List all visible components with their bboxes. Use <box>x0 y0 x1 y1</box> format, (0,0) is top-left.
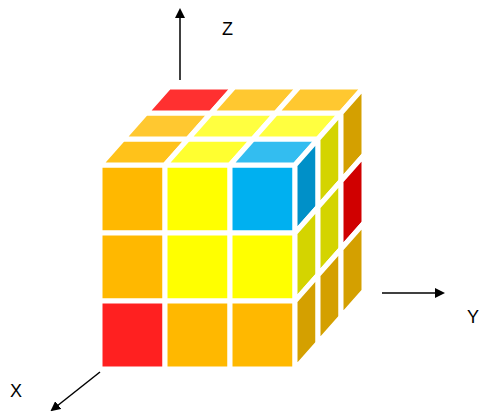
cube-facelet <box>100 233 165 301</box>
cube-facelet <box>100 301 165 369</box>
cube-facelet <box>230 165 295 233</box>
cube-facelet <box>295 275 318 369</box>
y-axis <box>382 292 443 294</box>
axis-label: Y <box>467 308 479 326</box>
cube-facelet <box>230 233 295 301</box>
cube-facelet <box>100 165 165 233</box>
cube-facelet <box>165 165 230 233</box>
cube-facelet <box>165 301 230 369</box>
z-axis <box>179 10 181 80</box>
axis-label: Z <box>222 20 233 38</box>
cube-facelet <box>318 249 341 343</box>
cube-facelet <box>341 223 364 317</box>
cube-facelet <box>230 301 295 369</box>
axis-label: X <box>10 382 22 400</box>
x-axis <box>52 372 100 410</box>
cube-facelet <box>165 233 230 301</box>
rubiks-cube <box>100 87 364 369</box>
